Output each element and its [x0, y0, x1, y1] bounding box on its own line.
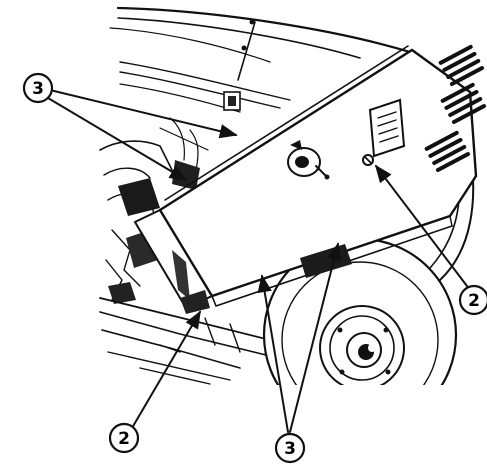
louver-vent-icon: [424, 44, 486, 173]
callout-2-right: 2: [458, 284, 487, 316]
callout-label: 2: [118, 429, 130, 449]
callout-label: 3: [284, 439, 296, 459]
leader-lines: [47, 89, 471, 433]
callout-3-upper-left: 3: [22, 72, 54, 104]
callout-3-bottom: 3: [274, 432, 306, 464]
data-plate: [368, 98, 406, 158]
front-wheel: [262, 237, 487, 469]
latch-knob-icon: [287, 140, 330, 180]
cap-screw-icon: [362, 154, 374, 166]
callout-2-bottom-left: 2: [108, 422, 140, 454]
callout-label: 2: [468, 291, 480, 311]
callout-label: 3: [32, 79, 44, 99]
